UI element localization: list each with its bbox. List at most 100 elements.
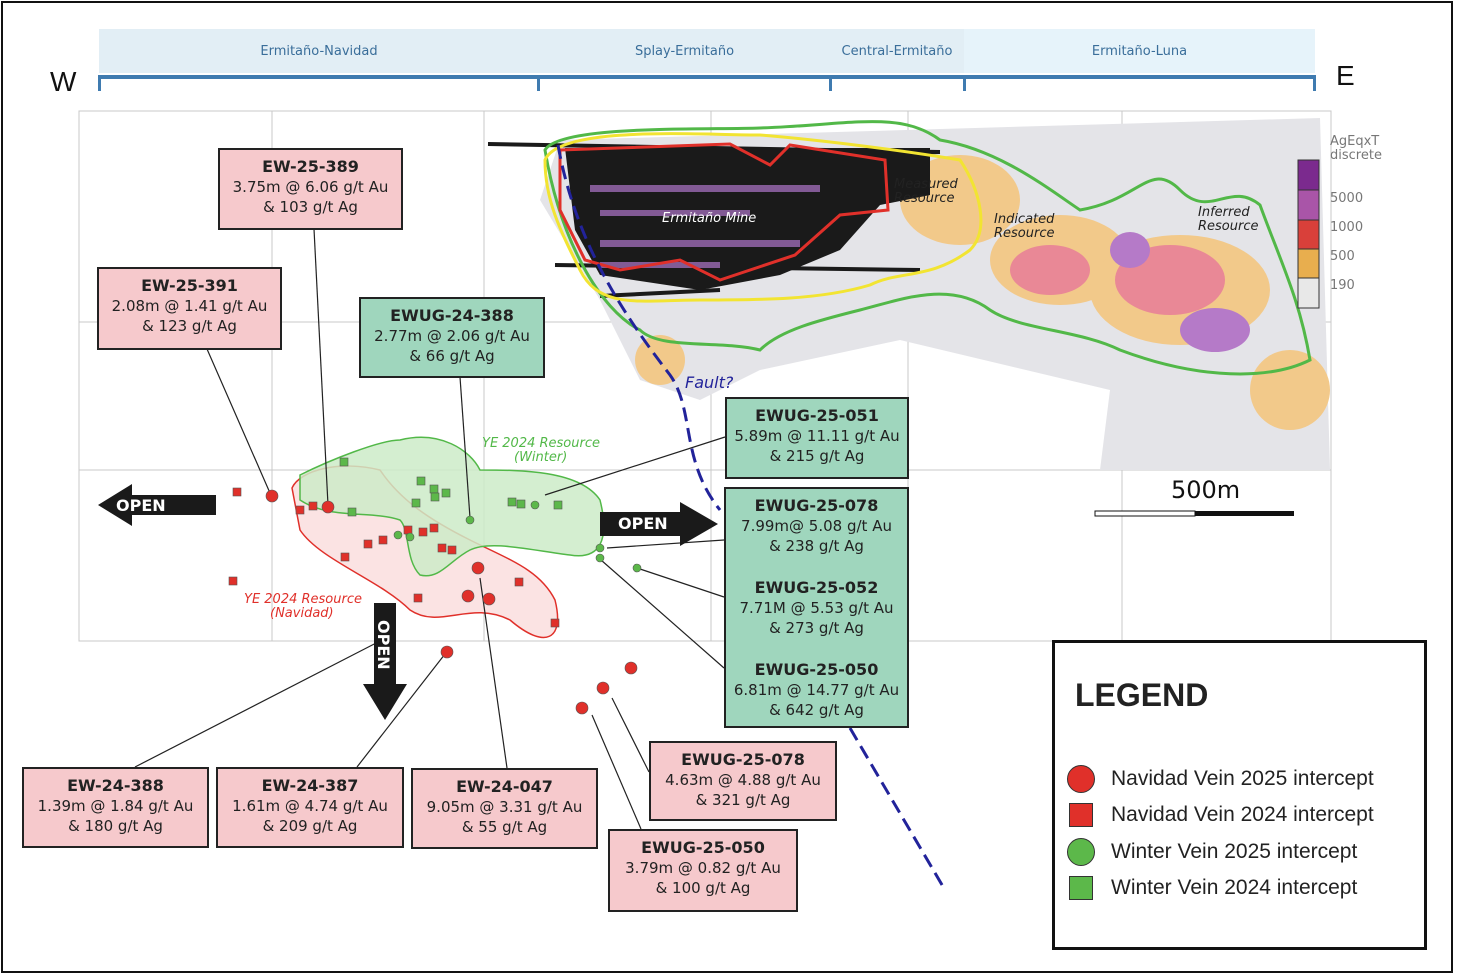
winter-2025-intercept xyxy=(530,500,540,510)
navidad-2024-intercept xyxy=(550,618,560,628)
navidad-2024-intercept xyxy=(378,535,388,545)
intercept-silver: & 103 g/t Ag xyxy=(263,198,358,216)
winter-2025-intercept xyxy=(632,563,642,573)
legend-item: Winter Vein 2024 intercept xyxy=(1067,876,1357,900)
winter-2024-intercept xyxy=(411,498,421,508)
section-central-ermitano: Central-Ermitaño xyxy=(830,29,964,73)
hole-id: EWUG-25-078 xyxy=(754,496,879,515)
color-scale: AgEqxT discrete 5000 1000 500 190 xyxy=(1297,134,1382,309)
navidad-2024-intercept xyxy=(295,505,305,515)
green-circle-icon xyxy=(1067,838,1095,866)
navidad-2024-intercept xyxy=(228,576,238,586)
navidad-2024-intercept xyxy=(429,523,439,533)
winter-2025-intercept xyxy=(595,553,605,563)
intercept-silver: & 321 g/t Ag xyxy=(695,791,791,809)
legend-label: Winter Vein 2025 intercept xyxy=(1111,840,1358,863)
navidad-2025-intercept xyxy=(624,661,638,675)
winter-2024-intercept xyxy=(339,457,349,467)
intercept-grade: 2.08m @ 1.41 g/t Au xyxy=(111,297,268,315)
winter-2024-intercept xyxy=(441,488,451,498)
winter-2024-intercept xyxy=(429,484,439,494)
measured-resource-outline xyxy=(558,142,890,282)
section-ermitano-navidad: Ermitaño-Navidad xyxy=(99,29,539,73)
winter-2024-intercept xyxy=(553,500,563,510)
hole-id: EWUG-24-388 xyxy=(390,306,514,325)
open-arrow-west: OPEN xyxy=(98,484,216,526)
intercept-silver: & 66 g/t Ag xyxy=(409,347,495,365)
winter-2025-intercept xyxy=(595,543,605,553)
navidad-2025-intercept xyxy=(321,500,335,514)
winter-2024-intercept xyxy=(347,507,357,517)
intercept-silver: & 642 g/t Ag xyxy=(769,701,864,719)
navidad-2024-intercept xyxy=(447,545,457,555)
open-label: OPEN xyxy=(116,496,166,515)
axis-tick xyxy=(1313,75,1316,91)
inferred-label: Inferred xyxy=(1198,205,1250,220)
navidad-2025-intercept xyxy=(482,592,496,606)
intercept-grade: 7.99m@ 5.08 g/t Au xyxy=(741,517,892,535)
winter-2025-intercept xyxy=(405,532,415,542)
winter-2025-intercept xyxy=(465,515,475,525)
legend-item: Winter Vein 2025 intercept xyxy=(1067,838,1357,866)
indicated-label: Resource xyxy=(994,226,1055,241)
navidad-2024-intercept xyxy=(308,501,318,511)
intercept-grade: 7.71M @ 5.53 g/t Au xyxy=(739,599,894,617)
scale-label: 5000 xyxy=(1330,191,1363,206)
winter-2024-intercept xyxy=(516,499,526,509)
fault-label: Fault? xyxy=(685,373,734,392)
legend-label: Navidad Vein 2024 intercept xyxy=(1111,803,1374,826)
intercept-grade: 1.39m @ 1.84 g/t Au xyxy=(37,797,194,815)
legend-title: LEGEND xyxy=(1075,677,1209,713)
callout-group-ewug-25: EWUG-25-078 7.99m@ 5.08 g/t Au & 238 g/t A… xyxy=(724,487,909,728)
winter-2024-intercept xyxy=(507,497,517,507)
scale-label: 1000 xyxy=(1330,220,1363,235)
legend-label: Navidad Vein 2025 intercept xyxy=(1111,767,1374,790)
fault-line xyxy=(556,144,947,891)
navidad-2024-intercept xyxy=(437,543,447,553)
winter-2024-intercept xyxy=(430,492,440,502)
section-axis xyxy=(99,75,1315,79)
inferred-resource-outline xyxy=(543,120,1312,376)
hole-id: EW-24-047 xyxy=(456,777,553,796)
axis-tick xyxy=(98,75,101,91)
indicated-label: Indicated xyxy=(994,212,1055,227)
winter-resource-label: (Winter) xyxy=(514,450,567,465)
scale-label: 190 xyxy=(1330,278,1355,293)
inferred-label: Resource xyxy=(1198,219,1259,234)
intercept-grade: 1.61m @ 4.74 g/t Au xyxy=(232,797,388,815)
navidad-2024-intercept xyxy=(413,593,423,603)
indicated-resource-outline xyxy=(543,132,983,303)
navidad-2025-intercept xyxy=(461,589,475,603)
open-arrow-east: OPEN xyxy=(600,502,718,546)
navidad-2025-intercept xyxy=(265,489,279,503)
section-ermitano-luna: Ermitaño-Luna xyxy=(964,29,1315,73)
navidad-2025-intercept xyxy=(596,681,610,695)
scale-label: 500 xyxy=(1330,249,1355,264)
navidad-2024-intercept xyxy=(340,552,350,562)
scale-bar: 500m xyxy=(1094,476,1294,517)
navidad-resource-label: (Navidad) xyxy=(270,606,334,621)
red-circle-icon xyxy=(1067,765,1095,793)
hole-id: EWUG-25-052 xyxy=(754,578,879,597)
hole-id: EW-25-389 xyxy=(262,157,359,176)
legend: LEGEND Navidad Vein 2025 intercept Navid… xyxy=(1052,640,1427,950)
winter-2024-intercept xyxy=(416,476,426,486)
legend-item: Navidad Vein 2025 intercept xyxy=(1067,765,1374,793)
navidad-2024-intercept xyxy=(418,527,428,537)
intercept-silver: & 180 g/t Ag xyxy=(68,817,163,835)
navidad-2025-intercept xyxy=(440,645,454,659)
mine-workings xyxy=(487,142,941,298)
intercept-silver: & 100 g/t Ag xyxy=(655,879,751,897)
hole-id: EWUG-25-050 xyxy=(641,838,765,857)
intercept-silver: & 238 g/t Ag xyxy=(769,537,864,555)
legend-label: Winter Vein 2024 intercept xyxy=(1111,876,1358,899)
axis-tick xyxy=(537,75,540,91)
hole-id: EW-25-391 xyxy=(141,276,238,295)
hole-id: EWUG-25-050 xyxy=(754,660,879,679)
intercept-silver: & 209 g/t Ag xyxy=(262,817,358,835)
